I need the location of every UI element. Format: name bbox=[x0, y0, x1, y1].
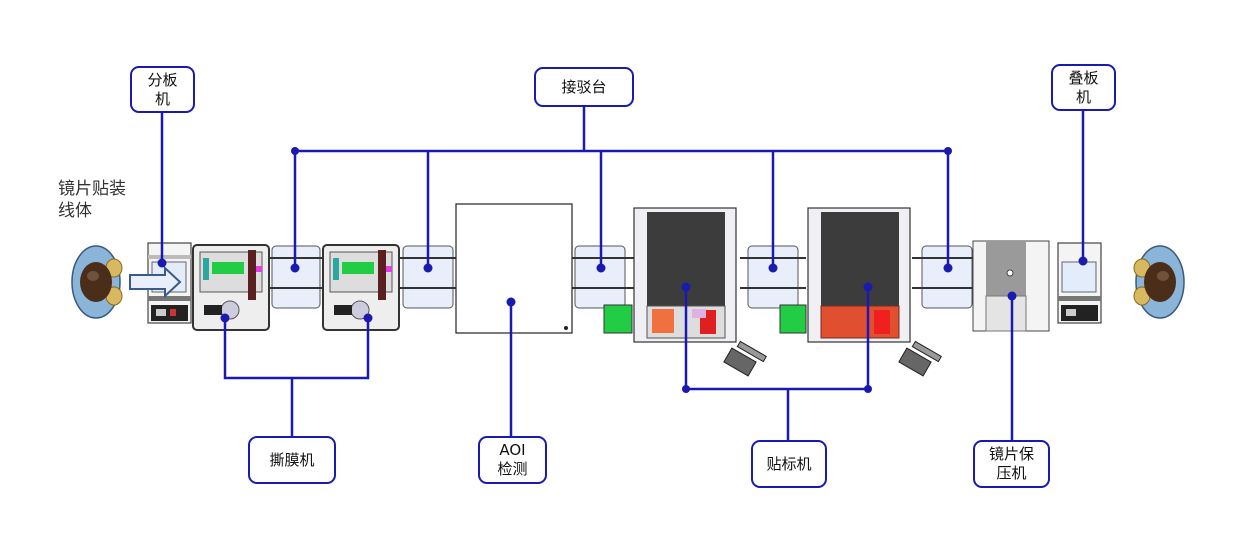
labeler-machine-2 bbox=[779, 207, 943, 377]
arrow-right-icon bbox=[129, 265, 182, 299]
label-aoi: AOI 检测 bbox=[478, 436, 547, 484]
docking-conveyor-3 bbox=[571, 245, 635, 309]
label-docking: 接驳台 bbox=[534, 67, 634, 107]
operator-icon-right bbox=[1133, 245, 1185, 319]
label-labeler: 贴标机 bbox=[751, 440, 827, 488]
peeler-machine-1 bbox=[192, 244, 270, 331]
operator-icon-left bbox=[71, 245, 123, 319]
aoi-machine bbox=[455, 203, 573, 334]
label-peeler: 撕膜机 bbox=[248, 436, 336, 484]
stacker-machine bbox=[1057, 242, 1102, 324]
label-press: 镜片保 压机 bbox=[973, 440, 1050, 488]
connector-lines bbox=[160, 106, 1085, 441]
label-stacker: 叠板 机 bbox=[1051, 64, 1116, 111]
connector-dots bbox=[157, 147, 1088, 393]
line-title: 镜片贴装 线体 bbox=[58, 179, 126, 221]
docking-conveyor-5 bbox=[912, 245, 978, 309]
label-splitter: 分板 机 bbox=[130, 66, 195, 113]
peeler-machine-2 bbox=[322, 244, 400, 331]
